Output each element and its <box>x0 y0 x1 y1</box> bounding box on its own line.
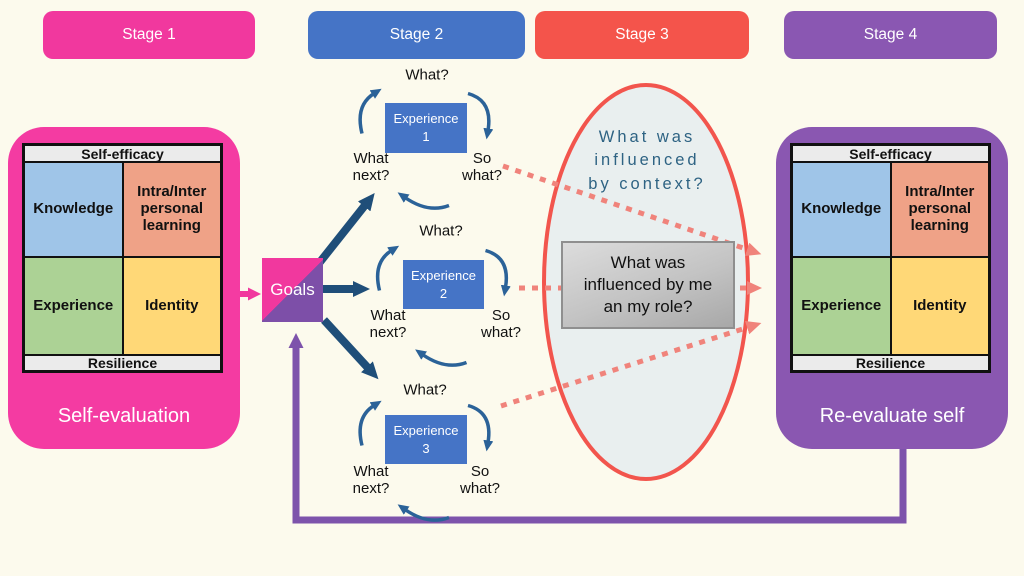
experience1-dotted-arrow <box>502 163 762 256</box>
experience-3-number: 3 <box>422 440 430 456</box>
stage-1-pill: Stage 1 <box>43 11 255 59</box>
knowledge-cell: Knowledge <box>24 162 123 257</box>
identity-cell: Identity <box>890 257 989 355</box>
experience-2-number: 2 <box>439 285 448 301</box>
feedback-loop-arrow <box>288 333 907 524</box>
experience-3-label: Experience <box>393 422 459 438</box>
self-evaluation-title: Self-evaluation <box>57 405 191 427</box>
self-efficacy-band: Self-efficacy <box>24 145 221 162</box>
role-question-line1: What was <box>610 252 686 272</box>
stage-3-pill: Stage 3 <box>535 11 749 59</box>
self-evaluation-panel: Self-efficacy Knowledge Intra/Inter pers… <box>8 127 240 449</box>
cycle3-right-arc <box>467 403 494 452</box>
cycle3-so-what-label: So what? <box>459 463 501 497</box>
context-question-line3: by context? <box>588 174 706 193</box>
intra-inter-cell: Intra/Inter personal learning <box>122 162 221 257</box>
resilience-band: Resilience <box>792 355 989 371</box>
cycle2-right-arc <box>484 248 511 297</box>
cycle1-what-next-label: What next? <box>352 150 390 184</box>
cycle1-left-arc <box>358 88 382 134</box>
experience-2-box: Experience 2 <box>403 260 484 309</box>
cycle2-left-arc <box>375 245 400 291</box>
role-question-box: What was influenced by me an my role? <box>561 241 735 329</box>
cycle1-so-what-label: So what? <box>461 150 503 184</box>
resilience-band: Resilience <box>24 355 221 371</box>
goals-to-experience1-arrow <box>316 193 375 265</box>
cycle3-what-label: What? <box>403 381 447 399</box>
experience-1-label: Experience <box>393 111 459 127</box>
experience-cell: Experience <box>24 257 123 355</box>
knowledge-cell: Knowledge <box>792 162 891 257</box>
re-evaluate-panel: Self-efficacy Knowledge Intra/Inter pers… <box>776 127 1008 449</box>
experience-2-label: Experience <box>410 267 477 283</box>
cycle3-left-arc <box>358 400 382 446</box>
cycle3-what-next-label: What next? <box>352 463 390 497</box>
cycle-arrows-3 <box>358 400 494 522</box>
self-evaluation-table: Self-efficacy Knowledge Intra/Inter pers… <box>22 143 223 373</box>
experience3-dotted-arrow <box>500 320 762 409</box>
cycle1-right-arc <box>467 91 494 140</box>
intra-inter-cell: Intra/Inter personal learning <box>890 162 989 257</box>
goals-box: Goals <box>262 258 323 322</box>
cycle1-bottom-arc <box>397 192 450 210</box>
stage-2-pill: Stage 2 <box>308 11 525 59</box>
re-evaluate-title: Re-evaluate self <box>819 405 965 427</box>
re-evaluate-table: Self-efficacy Knowledge Intra/Inter pers… <box>790 143 991 373</box>
cycle2-what-next-label: What next? <box>369 307 407 341</box>
experience-1-box: Experience 1 <box>385 103 467 153</box>
context-question-text: What was influenced by context? <box>561 126 733 196</box>
role-question-line3: an my role? <box>603 297 693 317</box>
experience-1-number: 1 <box>422 129 430 144</box>
experience-3-box: Experience 3 <box>385 415 467 464</box>
cycle3-bottom-arc <box>397 504 450 522</box>
experience-cell: Experience <box>792 257 891 355</box>
cycle-arrows-2 <box>375 245 511 367</box>
stage-4-pill: Stage 4 <box>784 11 997 59</box>
context-question-line2: influenced <box>594 151 700 170</box>
cycle2-bottom-arc <box>415 349 468 367</box>
cycle2-so-what-label: So what? <box>480 307 522 341</box>
context-question-line1: What was <box>598 128 696 146</box>
cycle1-what-label: What? <box>405 66 449 84</box>
role-question-line2: influenced by me <box>583 274 713 294</box>
cycle2-what-label: What? <box>419 222 463 240</box>
self-efficacy-band: Self-efficacy <box>792 145 989 162</box>
identity-cell: Identity <box>122 257 221 355</box>
goals-to-experience3-arrow <box>321 317 379 380</box>
cycle-arrows-1 <box>358 88 494 210</box>
